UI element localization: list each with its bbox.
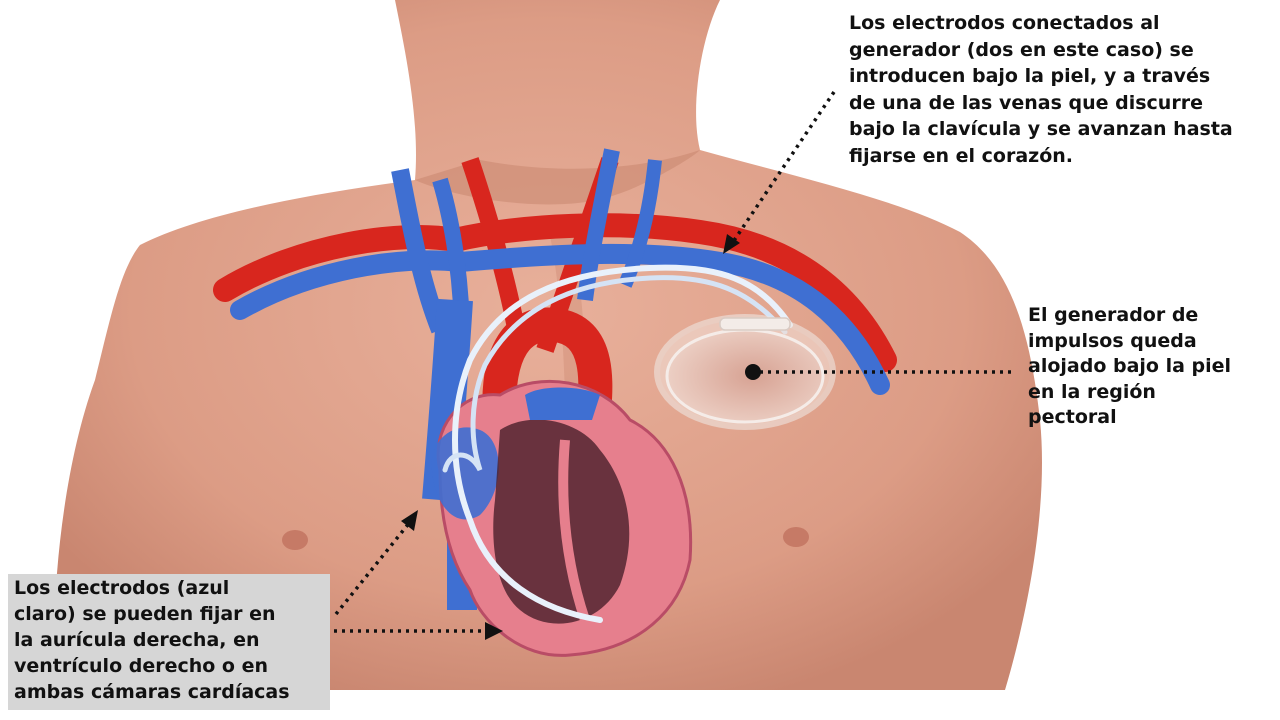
arrow-right-atrium [334,520,412,616]
annotation-generator: El generador de impulsos queda alojado b… [1028,304,1232,428]
pulmonary-trunk [525,387,600,420]
subclavian-vein [230,243,890,395]
annotation-leads-route: Los electrodos conectados al generador (… [849,12,1233,167]
jugular-vein-fourth [618,159,662,288]
pacemaker-lead-2 [442,275,788,473]
subclavian-artery [213,213,897,372]
nipple-right [783,527,809,547]
jugular-vein-right [391,168,449,334]
septum [558,439,590,622]
generator-marker [745,364,761,380]
arrowhead-right-atrium [401,510,418,531]
annotation-box-leads-fixation: Los electrodos (azul claro) se pueden fi… [8,574,330,710]
aorta [482,307,613,443]
pointer-arrows [334,91,1012,640]
pacemaker-lead-1 [452,264,793,623]
annotation-leads-fixation: Los electrodos (azul claro) se pueden fi… [14,577,290,703]
right-atrium [431,427,499,520]
arrowhead-leads-route [723,234,740,254]
arrowhead-right-ventricle [485,622,503,640]
pulse-generator [654,314,836,430]
arrow-leads-route [731,91,836,243]
nipple-left [282,530,308,550]
